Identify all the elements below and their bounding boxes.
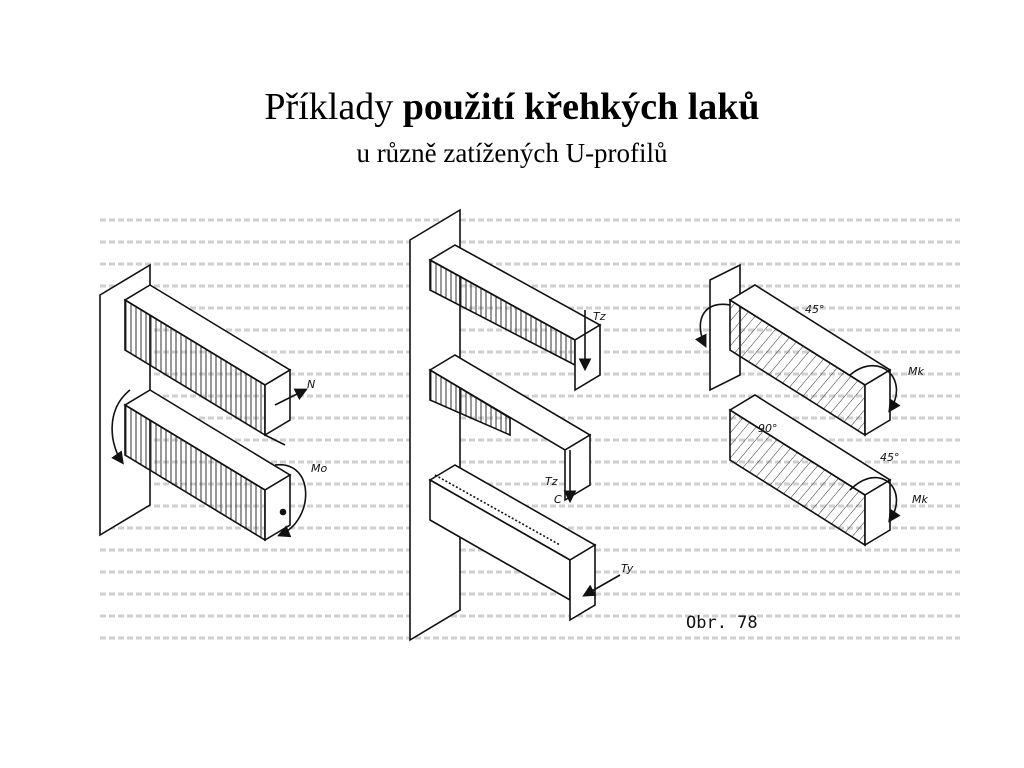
left-beam-bottom — [111, 389, 307, 542]
label-angle-bottom: 45° — [880, 451, 900, 464]
figure-caption: Obr. 78 — [686, 613, 758, 633]
label-Mk-bottom: Mk — [912, 493, 928, 506]
label-Ty: Ty — [621, 562, 634, 575]
middle-beam-3 — [428, 464, 621, 622]
middle-wall — [409, 208, 461, 642]
title-normal-part: Příklady — [264, 86, 403, 128]
label-Tz-top: Tz — [593, 310, 606, 323]
right-wall — [709, 263, 741, 392]
label-angle-mid: 90° — [758, 422, 778, 435]
left-beam-top — [123, 284, 308, 446]
label-angle-top: 45° — [805, 303, 825, 316]
middle-beam-2 — [428, 354, 592, 504]
label-Mk-top: Mk — [908, 365, 924, 378]
beam-illustration — [99, 208, 960, 642]
scanned-figure: N Mo Tz Tz C Ty Mk Mk 45° 90° 45° — [90, 200, 970, 650]
slide-title: Příklady použití křehkých laků — [0, 84, 1024, 130]
right-beam-top — [694, 284, 901, 437]
middle-beam-1 — [428, 244, 602, 392]
slide-subtitle: u různě zatížených U-profilů — [356, 138, 668, 168]
label-N: N — [307, 378, 316, 391]
label-Mo: Mo — [311, 462, 328, 475]
title-bold-part: použití křehkých laků — [402, 86, 760, 128]
label-Tz-mid: Tz — [545, 475, 558, 488]
right-beam-bottom — [728, 394, 901, 547]
label-C: C — [554, 493, 562, 506]
